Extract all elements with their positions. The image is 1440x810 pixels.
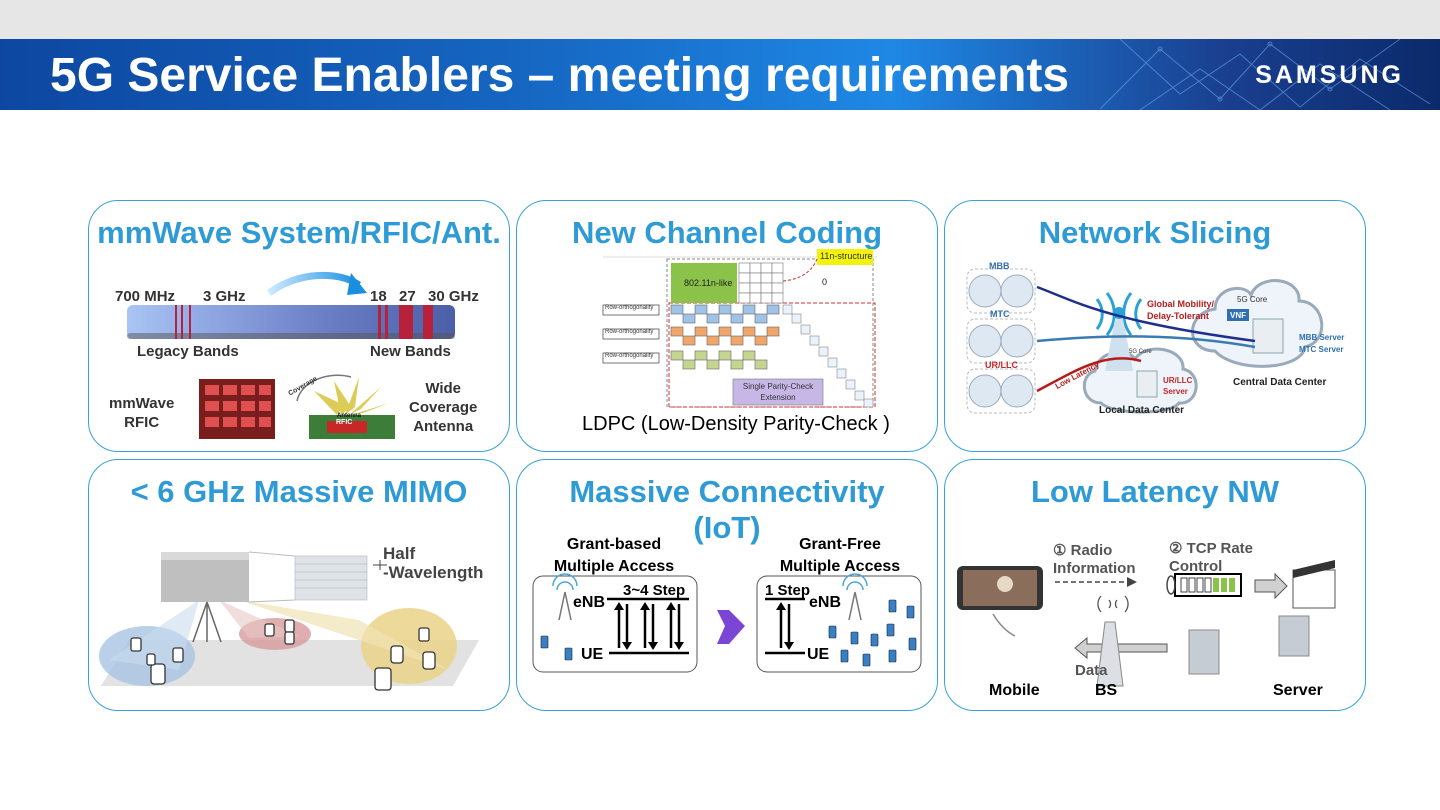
server-label: Server [1273,682,1323,699]
panel-title-mimo: < 6 GHz Massive MIMO [130,474,468,509]
row-orthogonality-label-2: Row-orthogonality [605,329,654,335]
central-dc-label: Central Data Center [1233,377,1327,388]
wide-coverage-antenna-label: Wide Coverage Antenna [409,380,478,435]
legacy-bands-label: Legacy Bands [137,343,239,360]
panel-massive-connectivity: Massive Connectivity (IoT) Grant-based M… [516,459,938,711]
bs-label: BS [1095,682,1118,699]
urllc-server-label: UR/LLC Server [1163,376,1193,396]
spc-extension-label: Single Parity-Check Extension [742,382,814,402]
tcp-rate-control-label: ② TCP Rate Control [1169,540,1254,575]
panel-low-latency: Low Latency NW ① Radio Information ② TCP… [944,459,1366,711]
mmwave-rfic-label: mmWave RFIC [109,395,175,431]
page-title: 5G Service Enablers – meeting requiremen… [50,49,1070,102]
freq-30: 30 GHz [428,288,479,305]
ue-label-right: UE [807,646,830,663]
freq-700: 700 MHz [115,288,176,305]
panel-channel-coding: New Channel Coding Row-ort [516,200,938,452]
panel-title-slicing: Network Slicing [1038,215,1272,250]
slice-urllc-label: UR/LLC [985,360,1018,370]
central-vnf-label: VNF [1230,311,1246,320]
panel-title-mmwave: mmWave System/RFIC/Ant. [97,215,501,250]
spectrum-graphic [127,271,455,439]
row-orthogonality-label-1: Row-orthogonality [605,305,654,311]
iot-diagram [532,573,922,673]
enb-label-left: eNB [573,594,606,611]
half-wavelength-label: Half -Wavelength [383,544,484,582]
central-core-label: 5G Core [1237,295,1268,304]
row-orthogonality-label-3: Row-orthogonality [605,353,654,359]
slicing-graphic [966,268,1324,414]
data-label: Data [1075,662,1108,679]
grant-free-label: Grant-Free Multiple Access [779,536,901,575]
zero-label: 0 [822,277,828,287]
grant-based-label: Grant-based Multiple Access [553,536,675,575]
panel-mmwave: mmWave System/RFIC/Ant. 700 MHz 3 GHz 18… [88,200,510,452]
samsung-logo: SAMSUNG [1255,61,1404,89]
network-graphic [1099,39,1431,110]
global-mobility-label: Global Mobility/ Delay-Tolerant [1147,299,1214,321]
mtc-server-label: MTC Server [1299,345,1344,354]
slice-mtc-label: MTC [990,309,1010,319]
ldpc-caption: LDPC (Low-Density Parity-Check ) [582,413,890,435]
panel-title-coding: New Channel Coding [572,215,882,250]
step1-label: 1 Step [765,582,811,599]
local-core-label: 5G Core [1129,349,1152,355]
panel-network-slicing: Network Slicing MBB MTC UR/LLC Global Mo… [944,200,1366,452]
rfic-chip-label: RFIC [336,419,353,426]
radio-information-label: ① Radio Information [1053,542,1136,577]
ldpc-matrix-graphic [602,249,877,408]
antenna-label: Antenna [337,413,361,419]
panel-title-latency: Low Latency NW [1030,474,1279,509]
struct-tag: 11n-structure [820,251,873,261]
freq-18: 18 [370,288,387,305]
mobile-label: Mobile [989,682,1040,699]
panel-title-iot: Massive Connectivity (IoT) [569,474,885,545]
freq-27: 27 [399,288,416,305]
new-bands-label: New Bands [370,343,451,360]
mbb-server-label: MBB Server [1299,333,1345,342]
header-banner: 5G Service Enablers – meeting requiremen… [0,39,1440,110]
top-strip [0,0,1440,39]
local-dc-label: Local Data Center [1099,405,1185,416]
step34-label: 3~4 Step [623,582,686,599]
latency-graphic [957,560,1336,687]
like-label: 802.11n-like [684,278,733,288]
freq-3ghz: 3 GHz [203,288,246,305]
ue-label-left: UE [581,646,604,663]
panel-massive-mimo: < 6 GHz Massive MIMO Half -Wavelength [88,459,510,711]
mimo-graphic [99,551,479,691]
slice-mbb-label: MBB [989,261,1010,271]
enb-label-right: eNB [809,594,842,611]
